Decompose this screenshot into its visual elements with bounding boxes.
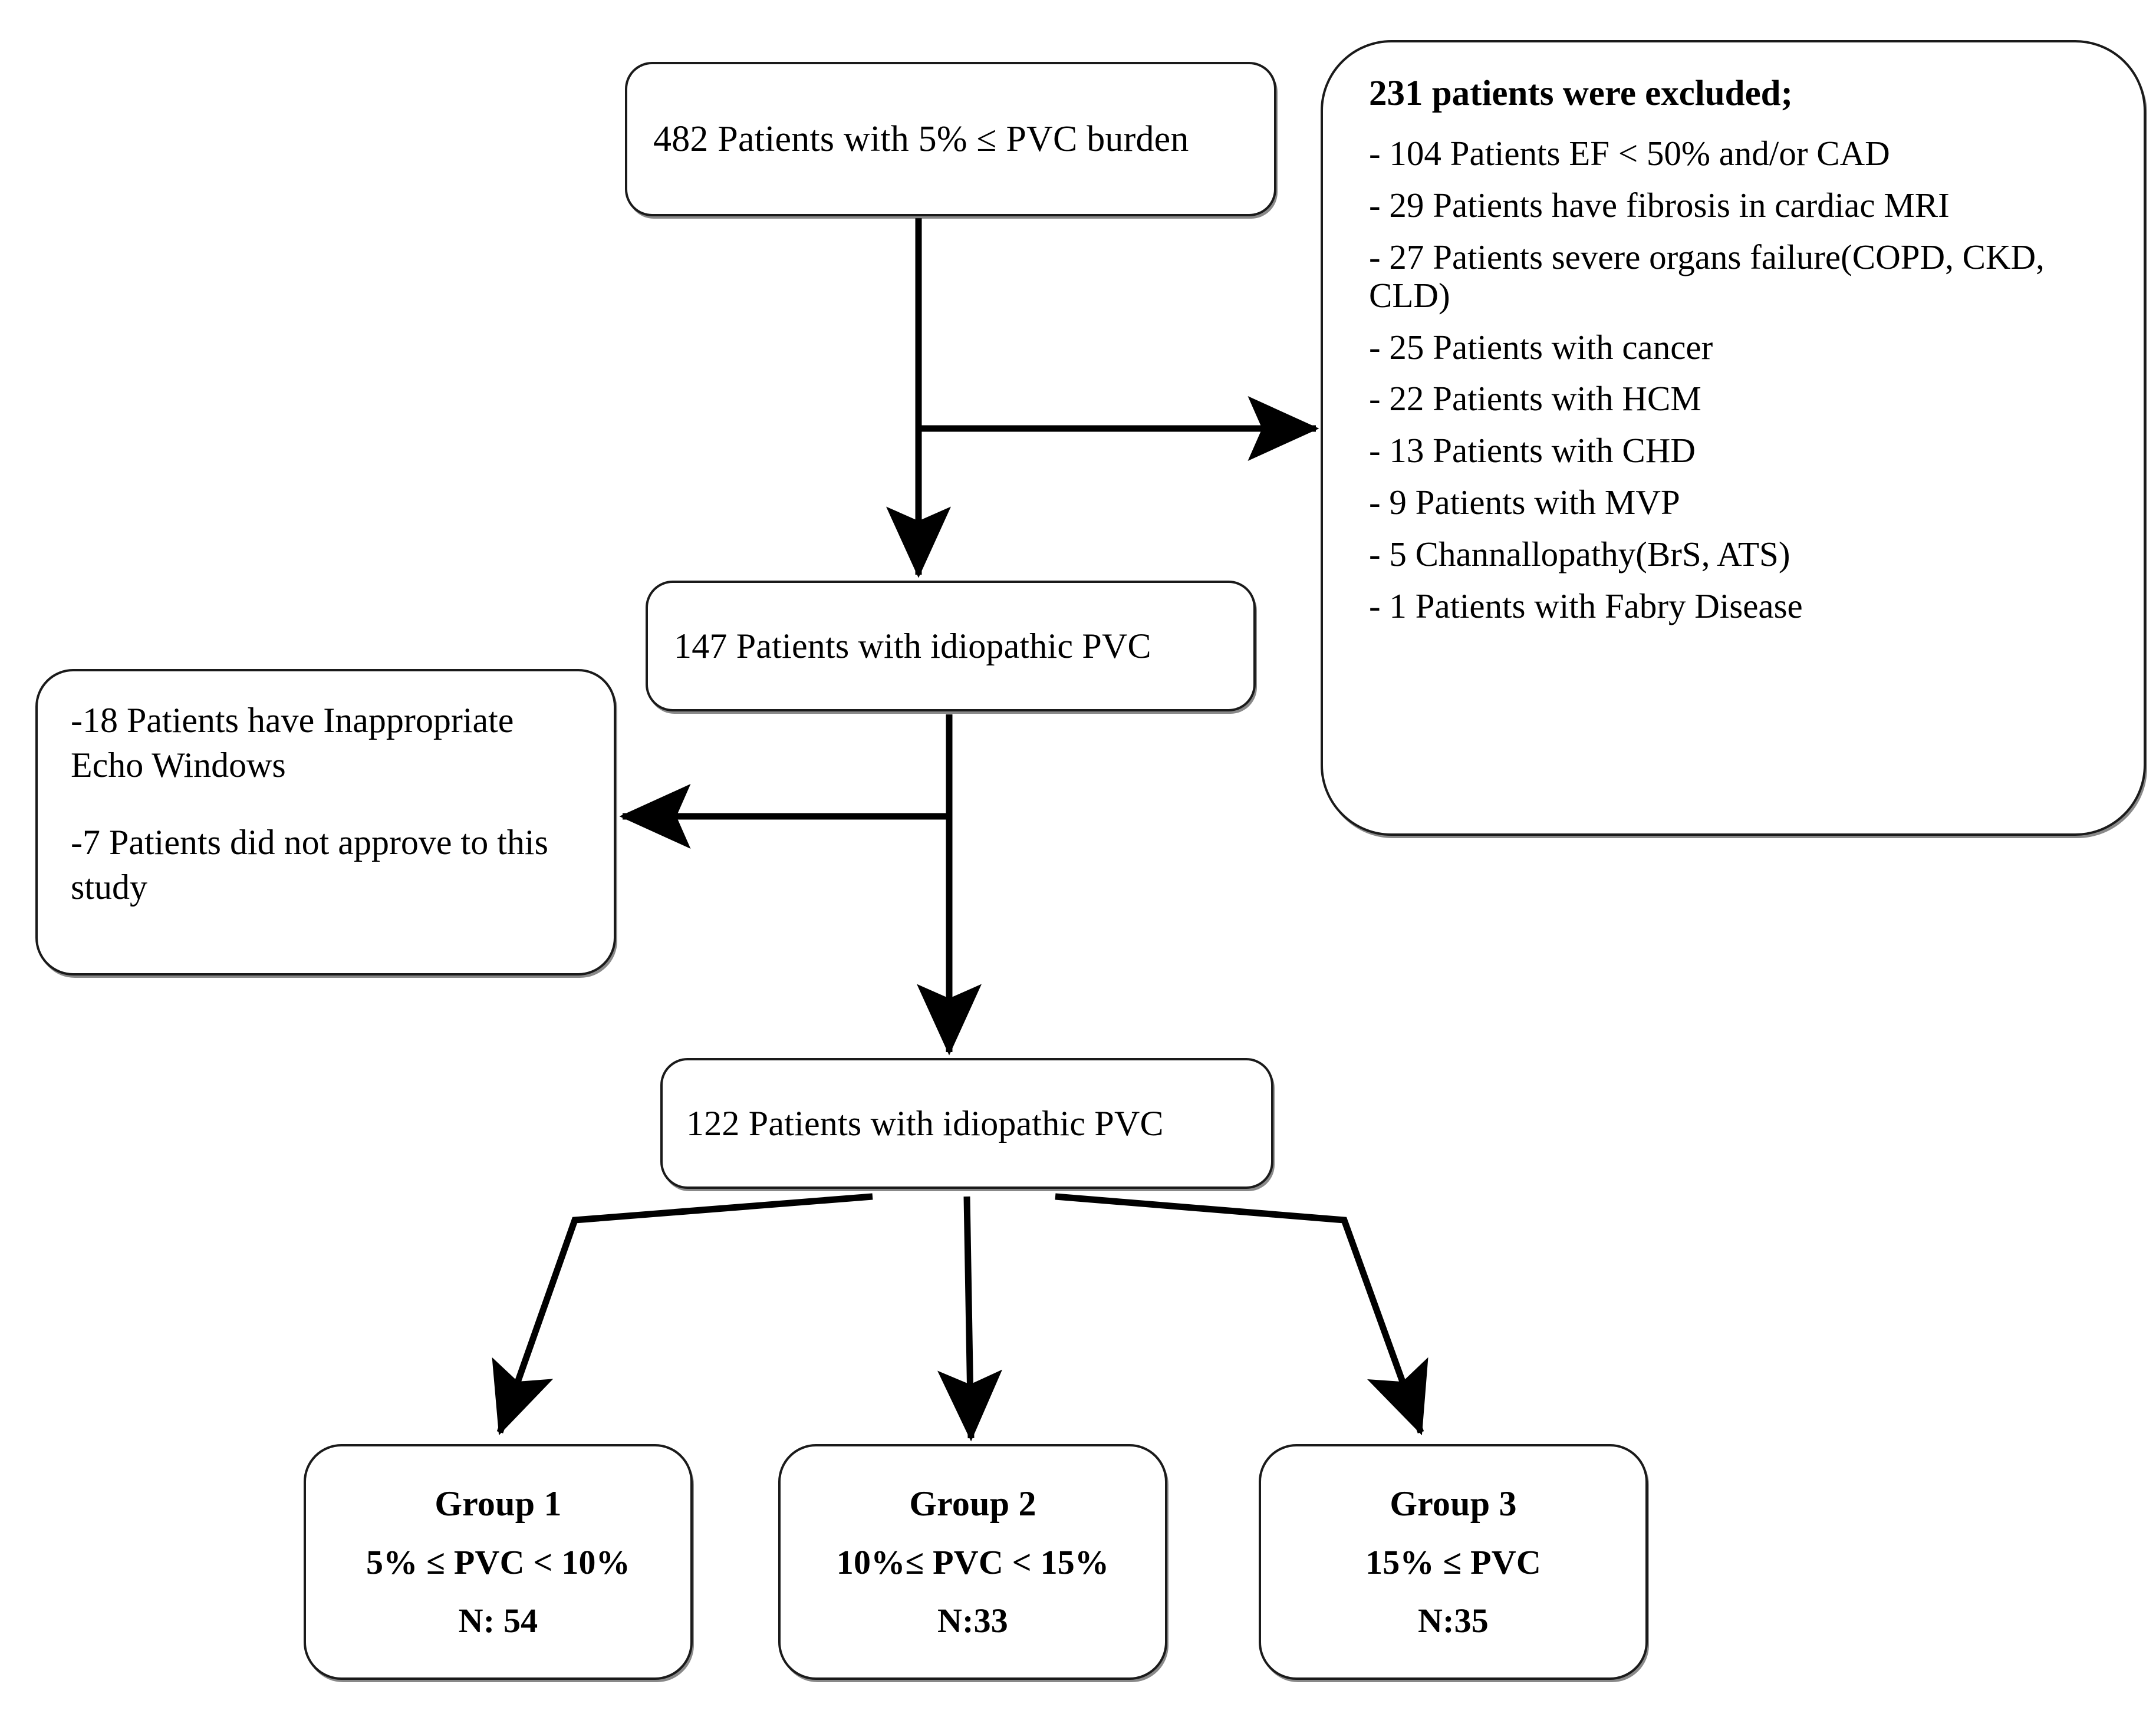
dropout-reason-echo-windows: -18 Patients have Inappropriate Echo Win… (71, 701, 514, 785)
node-excluded: 231 patients were excluded; - 104 Patien… (1321, 40, 2146, 836)
node-group-3: Group 3 15% ≤ PVC N:35 (1259, 1444, 1648, 1680)
node-idiopathic-122: 122 Patients with idiopathic PVC (660, 1058, 1273, 1189)
group-2-criteria: 10%≤ PVC < 15% (836, 1543, 1110, 1581)
node-cohort: 482 Patients with 5% ≤ PVC burden (625, 62, 1276, 216)
group-2-title: Group 2 (909, 1484, 1036, 1523)
group-3-criteria: 15% ≤ PVC (1365, 1543, 1541, 1581)
group-1-criteria: 5% ≤ PVC < 10% (366, 1543, 630, 1581)
excluded-item: - 25 Patients with cancer (1369, 327, 1713, 367)
excluded-item: - 13 Patients with CHD (1369, 431, 1696, 470)
group-3-title: Group 3 (1390, 1484, 1517, 1523)
cohort-label: 482 Patients with 5% ≤ PVC burden (653, 119, 1189, 159)
edge-122-to-group2 (937, 1196, 1003, 1442)
node-group-2: Group 2 10%≤ PVC < 15% N:33 (778, 1444, 1167, 1680)
node-dropouts: -18 Patients have Inappropriate Echo Win… (35, 669, 616, 975)
spacer (71, 787, 588, 820)
node-group-1: Group 1 5% ≤ PVC < 10% N: 54 (304, 1444, 693, 1680)
excluded-header: 231 patients were excluded; (1369, 74, 1793, 113)
group-2-count: N:33 (937, 1601, 1008, 1640)
group-1-title: Group 1 (435, 1484, 562, 1523)
excluded-item: - 1 Patients with Fabry Disease (1369, 586, 1803, 626)
excluded-item: - 5 Channallopathy(BrS, ATS) (1369, 535, 1790, 574)
dropout-reason-no-consent: -7 Patients did not approve to this stud… (71, 823, 548, 907)
node-idiopathic-147: 147 Patients with idiopathic PVC (646, 581, 1256, 711)
edge-122-to-group3 (1055, 1193, 1428, 1436)
group-1-count: N: 54 (458, 1601, 538, 1640)
excluded-item: - 104 Patients EF < 50% and/or CAD (1369, 134, 1890, 173)
excluded-item: - 29 Patients have fibrosis in cardiac M… (1369, 185, 1950, 225)
edge-122-to-group1 (492, 1193, 873, 1436)
excluded-item: - 22 Patients with HCM (1369, 379, 1701, 418)
excluded-item: - 27 Patients severe organs failure(COPD… (1369, 237, 2045, 315)
group-3-count: N:35 (1417, 1601, 1489, 1640)
excluded-item: - 9 Patients with MVP (1369, 483, 1680, 522)
idiopathic-122-label: 122 Patients with idiopathic PVC (686, 1104, 1164, 1143)
idiopathic-147-label: 147 Patients with idiopathic PVC (674, 627, 1151, 665)
